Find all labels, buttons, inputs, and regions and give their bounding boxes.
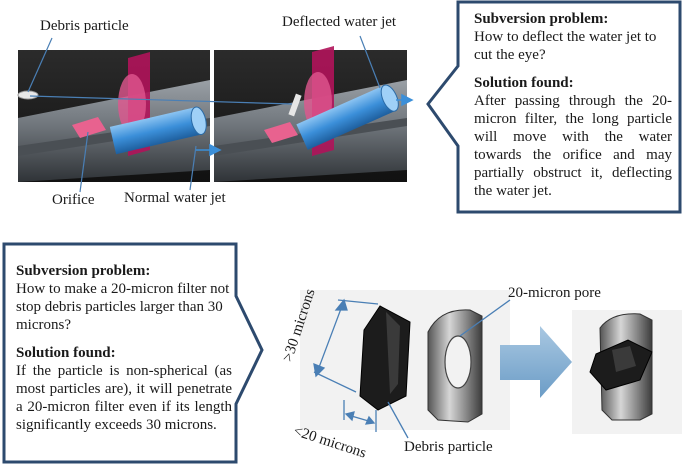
label-debris-particle: Debris particle	[40, 18, 129, 34]
top-solution-title: Solution found:	[474, 75, 574, 91]
leader-debris-moves	[29, 95, 293, 105]
label-orifice: Orifice	[52, 192, 95, 208]
top-callout-frame	[426, 0, 682, 214]
top-leader-lines	[27, 35, 381, 193]
particle-in-pore-render	[572, 310, 682, 434]
transition-arrow	[500, 326, 572, 398]
top-callout-text: Subversion problem: How to deflect the w…	[474, 10, 672, 200]
label-deflected-water-jet: Deflected water jet	[282, 14, 397, 30]
bottom-callout-text: Subversion problem: How to make a 20-mic…	[16, 262, 232, 434]
bottom-solution-text: If the particle is non-spherical (as mos…	[16, 363, 232, 433]
leader-orifice	[79, 131, 89, 193]
leader-normal	[189, 145, 197, 191]
dimension-arrows	[313, 298, 511, 439]
filter-particle-render	[300, 290, 510, 430]
top-problem-text: How to deflect the water jet to cut the …	[474, 29, 657, 63]
orifice-deflected-render	[214, 46, 407, 182]
jet-direction-arrows	[196, 93, 414, 157]
leader-particle	[387, 401, 409, 439]
label-normal-water-jet: Normal water jet	[124, 190, 226, 206]
top-solution-text: After passing through the 20-micron filt…	[474, 93, 672, 199]
leader-deflected	[359, 35, 381, 89]
bottom-problem-text: How to make a 20-micron filter not stop …	[16, 281, 230, 333]
orifice-normal-render	[17, 50, 210, 182]
filter-ring	[427, 309, 483, 423]
top-problem-title: Subversion problem:	[474, 11, 609, 27]
label-20-micron-pore: 20-micron pore	[508, 285, 601, 301]
leader-debris	[27, 37, 53, 93]
bottom-callout-frame	[2, 242, 264, 464]
bottom-solution-title: Solution found:	[16, 345, 116, 361]
label-debris-particle-bottom: Debris particle	[404, 439, 493, 455]
leader-pore	[459, 299, 511, 337]
bottom-problem-title: Subversion problem:	[16, 263, 151, 279]
